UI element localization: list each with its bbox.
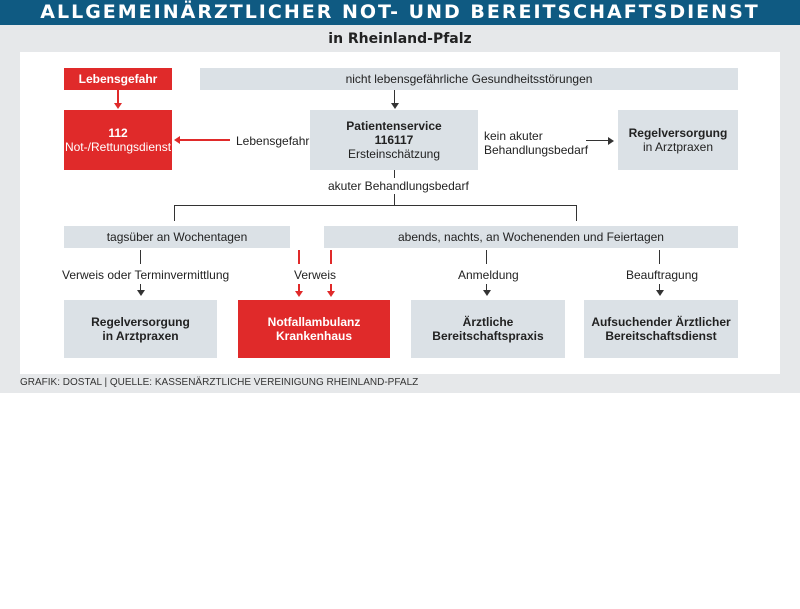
arrowhead-notfallambulanz-left	[295, 291, 303, 297]
arrowhead-bereitschaftspraxis	[483, 290, 491, 296]
node-aufsuchender-line1: Aufsuchender Ärztlicher	[591, 315, 731, 329]
arrow-lebensgefahr-notruf	[117, 90, 119, 104]
node-patientenservice-desc: Ersteinschätzung	[347, 147, 441, 161]
node-patientenservice: Patientenservice 116117 Ersteinschätzung	[310, 110, 478, 170]
node-abends: abends, nachts, an Wochenenden und Feier…	[324, 226, 738, 248]
edge-label-anmeldung: Anmeldung	[458, 268, 519, 282]
node-bereitschaftspraxis-line2: Bereitschaftspraxis	[432, 329, 544, 343]
node-patientenservice-title: Patientenservice	[346, 119, 442, 133]
node-notfallambulanz-line2: Krankenhaus	[275, 329, 353, 343]
arrow-nicht-lebensgefaehrlich-patientenservice	[394, 90, 395, 104]
node-nicht-lebensgefaehrlich: nicht lebensgefährliche Gesundheitsstöru…	[200, 68, 738, 90]
connector-verweis-termin-top	[140, 250, 141, 264]
arrowhead-patientenservice	[391, 103, 399, 109]
arrow-regelversorgung-bottom	[140, 284, 141, 291]
node-bereitschaftspraxis: Ärztliche Bereitschaftspraxis	[411, 300, 565, 358]
arrowhead-regelversorgung-top	[608, 137, 614, 145]
node-notruf-number: 112	[108, 126, 128, 140]
connector-verweis-left-top	[298, 250, 300, 264]
connector-right-drop	[576, 205, 577, 221]
connector-horizontal	[174, 205, 577, 206]
connector-akuter-top	[394, 170, 395, 178]
node-notfallambulanz-line1: Notfallambulanz	[267, 315, 361, 329]
node-lebensgefahr: Lebensgefahr	[64, 68, 172, 90]
connector-verweis-right-top	[330, 250, 332, 264]
node-nicht-lebensgefaehrlich-label: nicht lebensgefährliche Gesundheitsstöru…	[345, 72, 593, 86]
graphic-subtitle: in Rheinland-Pfalz	[328, 31, 472, 47]
arrowhead-notfallambulanz-right	[327, 291, 335, 297]
node-abends-label: abends, nachts, an Wochenenden und Feier…	[398, 230, 664, 244]
node-patientenservice-number: 116117	[374, 133, 414, 147]
graphic-title: ALLGEMEINÄRZTLICHER NOT- UND BEREITSCHAF…	[0, 0, 800, 25]
node-regelversorgung-top-title: Regelversorgung	[628, 126, 728, 140]
node-notruf: 112 Not-/Rettungsdienst	[64, 110, 172, 170]
node-bereitschaftspraxis-line1: Ärztliche	[462, 315, 514, 329]
arrow-aufsuchender	[659, 284, 660, 291]
node-notfallambulanz: Notfallambulanz Krankenhaus	[238, 300, 390, 358]
node-regelversorgung-bottom: Regelversorgung in Arztpraxen	[64, 300, 217, 358]
node-regelversorgung-bottom-line2: in Arztpraxen	[102, 329, 179, 343]
node-lebensgefahr-label: Lebensgefahr	[78, 72, 158, 86]
connector-akuter-bottom	[394, 194, 395, 205]
edge-label-verweis: Verweis	[294, 268, 337, 282]
arrow-patientenservice-notruf	[180, 139, 230, 141]
arrowhead-aufsuchender	[656, 290, 664, 296]
arrow-notfallambulanz-left	[298, 284, 300, 292]
node-tagsueber: tagsüber an Wochentagen	[64, 226, 290, 248]
arrowhead-notruf-left	[174, 136, 180, 144]
node-notruf-label: Not-/Rettungsdienst	[64, 140, 172, 154]
arrowhead-regelversorgung-bottom	[137, 290, 145, 296]
node-regelversorgung-top: Regelversorgung in Arztpraxen	[618, 110, 738, 170]
flowchart-panel: Lebensgefahr nicht lebensgefährliche Ges…	[20, 52, 780, 374]
connector-beauftragung-top	[659, 250, 660, 264]
source-credit: GRAFIK: DOSTAL | QUELLE: KASSENÄRZTLICHE…	[20, 377, 419, 388]
edge-label-akuter: akuter Behandlungsbedarf	[328, 179, 469, 193]
connector-anmeldung-top	[486, 250, 487, 264]
node-regelversorgung-bottom-line1: Regelversorgung	[91, 315, 190, 329]
edge-label-kein-akuter-1: kein akuter	[484, 129, 543, 143]
node-aufsuchender-line2: Bereitschaftsdienst	[605, 329, 717, 343]
node-tagsueber-label: tagsüber an Wochentagen	[106, 230, 248, 244]
edge-label-beauftragung: Beauftragung	[626, 268, 699, 282]
arrow-notfallambulanz-right	[330, 284, 332, 292]
arrow-bereitschaftspraxis	[486, 284, 487, 291]
arrow-regelversorgung-top	[586, 140, 608, 141]
node-aufsuchender: Aufsuchender Ärztlicher Bereitschaftsdie…	[584, 300, 738, 358]
edge-label-verweis-termin: Verweis oder Terminvermittlung	[62, 268, 230, 282]
edge-label-kein-akuter-2: Behandlungsbedarf	[484, 143, 589, 157]
connector-left-drop	[174, 205, 175, 221]
edge-label-lebensgefahr: Lebensgefahr	[236, 134, 310, 148]
node-regelversorgung-top-desc: in Arztpraxen	[642, 140, 714, 154]
arrowhead-notruf	[114, 103, 122, 109]
